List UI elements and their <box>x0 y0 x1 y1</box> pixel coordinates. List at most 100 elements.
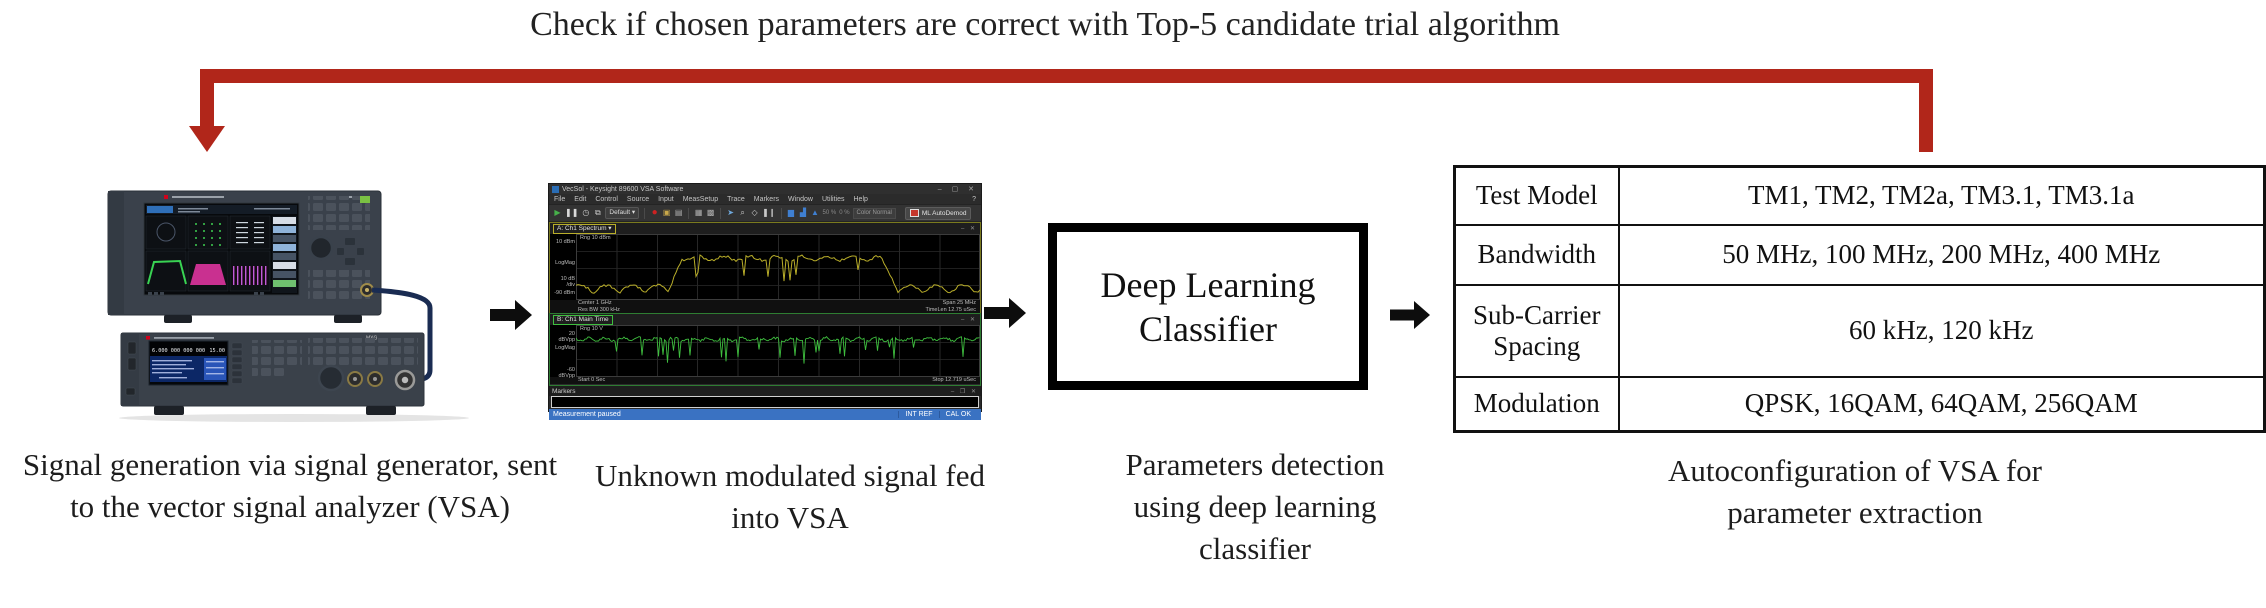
menu-edit: Edit <box>574 195 587 203</box>
rf-output-pin <box>401 376 409 384</box>
percent-readout-2: 0 % <box>839 210 850 216</box>
pause-icon: ❚❚ <box>565 208 579 217</box>
screen-bottom-icons <box>148 292 264 295</box>
screen-text-line <box>254 208 290 210</box>
spectrum-panel-title: A: Ch1 Spectrum ▾ <box>553 223 616 234</box>
spectrum-range-label: Rng 10 dBm <box>580 235 611 241</box>
feedback-loop-label: Check if chosen parameters are correct w… <box>530 6 1560 43</box>
spectrum-panel: A: Ch1 Spectrum ▾ – ✕ Rng 10 dBm 10 dBm … <box>549 222 981 313</box>
bnc-pin <box>373 377 377 381</box>
row-value-bandwidth: 50 MHz, 100 MHz, 200 MHz, 400 MHz <box>1617 223 2266 286</box>
menu-window: Window <box>788 195 813 203</box>
vsa-menubar: File Edit Control Source Input MeasSetup… <box>549 194 981 204</box>
maintime-trace-svg <box>576 336 980 364</box>
y-axis-bottom-label: -90 dBm <box>554 290 575 296</box>
menu-file: File <box>554 195 566 203</box>
usb-port <box>127 357 137 371</box>
flow-arrow-3 <box>1390 301 1430 329</box>
toolbar-separator <box>780 207 782 219</box>
right-arrow-icon <box>984 298 1026 328</box>
spectrum-trace <box>576 254 980 294</box>
camera-icon: ▣ <box>662 208 671 217</box>
generator-brand-text <box>154 337 214 339</box>
menu-meassetup: MeasSetup <box>682 195 719 203</box>
screen-text-line <box>178 211 200 213</box>
spectrum-grid <box>576 234 980 300</box>
help-icon: ? <box>972 195 976 203</box>
preset-value: Default <box>609 209 631 216</box>
caption-vsa: Unknown modulated signal fed into VSA <box>594 458 985 535</box>
y-axis-div-label: 10 dB /div <box>560 276 575 288</box>
y-axis-top-label: 10 dBm <box>556 239 575 245</box>
caption-instruments: Signal generation via signal generator, … <box>22 447 558 524</box>
vsa-window-title: VecSol - Keysight 89600 VSA Software <box>562 185 684 193</box>
constellation-circle <box>156 222 176 242</box>
screen-header-chip <box>147 206 173 213</box>
color-mode-dropdown: Color Normal <box>852 207 896 219</box>
vsa-software-window: VecSol - Keysight 89600 VSA Software – ▢… <box>548 183 982 420</box>
maintime-footer-right: Stop 12.719 uSec <box>932 377 976 383</box>
menu-utilities: Utilities <box>821 195 845 203</box>
analyzer-screen <box>143 202 300 296</box>
analyzer-brand-text <box>172 196 224 198</box>
table-row: Bandwidth 50 MHz, 100 MHz, 200 MHz, 400 … <box>1453 223 2266 286</box>
generator-screen-text-lines <box>152 360 224 379</box>
vsa-status-bar: Measurement paused INT REF CAL OK <box>549 409 981 420</box>
chevron-down-icon: ▾ <box>631 209 636 216</box>
shadow <box>119 414 469 422</box>
table-readout-dots <box>236 222 264 244</box>
menu-input: Input <box>658 195 674 203</box>
spectrum-icon: ▆ <box>787 208 795 217</box>
screen-header <box>146 205 297 214</box>
marker-icon: ❚❙ <box>762 208 776 217</box>
analyzer-left-strip <box>108 191 124 315</box>
analyzer-keypad <box>308 196 370 300</box>
pointer-icon: ➤ <box>727 208 734 217</box>
menu-markers: Markers <box>753 195 780 203</box>
analyzer-foot <box>164 315 192 323</box>
maintime-range-label: Rng 10 V <box>580 326 603 332</box>
classifier-box: Deep Learning Classifier <box>1048 223 1368 390</box>
panel-controls-icons: – ✕ <box>960 317 977 323</box>
maintime-grid <box>576 325 980 377</box>
spectrum-footer-left: Center 1 GHz Res BW 300 kHz <box>578 300 620 313</box>
generator-softmenu-area <box>204 358 226 380</box>
bnc-pin <box>353 377 357 381</box>
flow-arrow-2 <box>984 298 1026 328</box>
maintime-footer: Start 0 Sec Stop 12.719 uSec <box>550 377 980 384</box>
zoom-icon: ⌕ <box>740 208 745 217</box>
menu-source: Source <box>626 195 650 203</box>
toolbar-separator <box>720 207 722 219</box>
violet-comb-trace <box>232 266 268 285</box>
generator-display: 6.000 000 000 000 15.00 <box>148 340 229 386</box>
green-key <box>360 196 370 203</box>
row-label-subcarrier: Sub-Carrier Spacing <box>1453 283 1620 378</box>
caption-classifier: Parameters detection using deep learning… <box>1125 447 1385 566</box>
ml-autodemod-button: ML AutoDemod <box>904 206 972 220</box>
signal-analyzer <box>107 190 382 323</box>
generator-numeric-keypad <box>252 340 302 366</box>
row-label-bandwidth: Bandwidth <box>1453 223 1620 286</box>
spectrum-panel-header: A: Ch1 Spectrum ▾ – ✕ <box>550 223 980 234</box>
analyzer-rf-pin <box>365 288 369 292</box>
screen-text-line <box>178 208 208 210</box>
instruments-photo: MXG 6.000 000 000 000 15.00 <box>107 190 469 422</box>
status-right-segments: INT REF CAL OK <box>898 411 977 418</box>
maintime-plot: Rng 10 V 20 dBVpp LogMag -60 dBVpp <box>550 325 980 379</box>
constellation-dots <box>195 223 221 246</box>
feedback-arrow <box>189 69 1933 152</box>
generator-foot <box>366 406 396 415</box>
maintime-panel: B: Ch1 Main Time – ✕ Rng 10 V 20 dBVpp L… <box>549 313 981 386</box>
trace-icon: ▩ <box>706 208 715 217</box>
row-value-modulation: QPSK, 16QAM, 64QAM, 256QAM <box>1617 375 2266 433</box>
table-row: Modulation QPSK, 16QAM, 64QAM, 256QAM <box>1453 375 2266 433</box>
screen-menu-column <box>272 216 297 293</box>
signal-generator: MXG 6.000 000 000 000 15.00 <box>120 332 425 415</box>
feedback-arrow-line <box>200 69 1933 152</box>
copy-icon: ▤ <box>674 208 683 217</box>
play-icon: ▶ <box>554 208 561 217</box>
generator-frequency-readout: 6.000 000 000 000 <box>152 348 205 354</box>
ml-icon <box>909 209 919 217</box>
green-spectrum-trace <box>147 259 187 285</box>
